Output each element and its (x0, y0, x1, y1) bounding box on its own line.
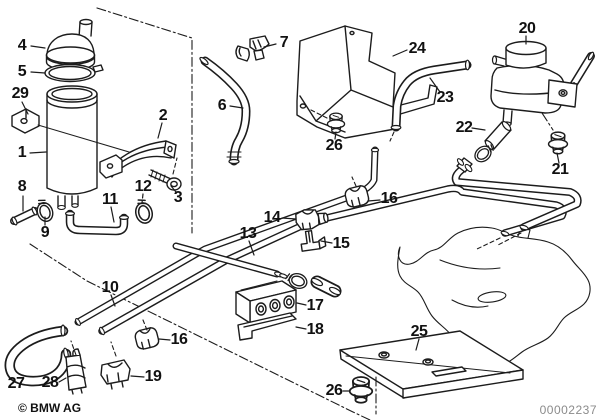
part-label-7[interactable]: 7 (279, 34, 289, 51)
part-label-13[interactable]: 13 (239, 225, 257, 242)
clip-28 (65, 348, 87, 395)
clamp-ring-5 (44, 63, 104, 83)
spacer-sleeve (310, 277, 341, 296)
part-label-27[interactable]: 27 (7, 375, 25, 392)
connector-17 (235, 280, 297, 324)
part-label-26-b[interactable]: 26 (325, 382, 343, 399)
part-label-11[interactable]: 11 (102, 191, 118, 208)
reservoir-body-1 (46, 85, 98, 211)
part-label-25[interactable]: 25 (410, 323, 428, 340)
holder-7 (235, 35, 270, 62)
hose-23 (389, 59, 470, 142)
part-label-4[interactable]: 4 (17, 37, 27, 54)
part-label-22[interactable]: 22 (455, 119, 473, 136)
relation-dashes (70, 176, 357, 357)
part-label-10[interactable]: 10 (101, 279, 119, 296)
part-label-16-a[interactable]: 16 (380, 190, 398, 207)
part-label-1[interactable]: 1 (17, 144, 27, 161)
part-label-5[interactable]: 5 (17, 63, 27, 80)
part-label-19[interactable]: 19 (144, 368, 162, 385)
screw-3 (148, 169, 182, 191)
part-label-26-a[interactable]: 26 (325, 137, 343, 154)
clamp-12 (131, 196, 156, 226)
hose-10 (75, 148, 380, 326)
part-label-6[interactable]: 6 (217, 97, 227, 114)
hose-13 (99, 188, 564, 336)
clip-14 (295, 209, 329, 231)
hose-11 (64, 212, 129, 231)
grommet-26-lower (348, 376, 374, 404)
bracket-plate-25 (339, 330, 524, 399)
holder-bracket-29 (11, 108, 147, 158)
part-label-14[interactable]: 14 (263, 209, 281, 226)
part-label-18[interactable]: 18 (306, 321, 324, 338)
part-label-3[interactable]: 3 (173, 189, 183, 206)
fuel-tank-outline (397, 226, 591, 368)
grommet-21 (547, 131, 569, 155)
leader-lines (21, 35, 560, 392)
hose-27 (10, 324, 69, 381)
expansion-tank-20 (490, 40, 578, 127)
bracket-18 (237, 312, 297, 341)
part-label-9[interactable]: 9 (40, 224, 50, 241)
copyright-text: © BMW AG (18, 401, 82, 415)
hose-8 (11, 206, 38, 226)
hose-branch (456, 166, 578, 231)
part-label-28[interactable]: 28 (41, 374, 59, 391)
reservoir-cap-4 (45, 18, 96, 71)
mounting-bracket-24 (296, 25, 438, 139)
part-label-23[interactable]: 23 (436, 89, 454, 106)
part-label-17[interactable]: 17 (306, 297, 324, 314)
hose-stub (176, 246, 288, 279)
hose-fitting-right (456, 157, 473, 173)
part-label-16-b[interactable]: 16 (170, 331, 188, 348)
part-label-15[interactable]: 15 (332, 235, 350, 252)
diagram-code: 00002237 (539, 403, 597, 417)
part-label-8[interactable]: 8 (17, 178, 27, 195)
clip-15 (300, 229, 327, 252)
part-label-20[interactable]: 20 (518, 20, 536, 37)
part-label-24[interactable]: 24 (408, 40, 426, 57)
hose-6 (199, 56, 246, 163)
part-label-12[interactable]: 12 (134, 178, 152, 195)
part-label-29[interactable]: 29 (11, 85, 29, 102)
part-label-21[interactable]: 21 (551, 161, 569, 178)
clamp-band-2 (99, 140, 178, 179)
part-label-2[interactable]: 2 (158, 107, 168, 124)
clip-19 (100, 359, 131, 390)
